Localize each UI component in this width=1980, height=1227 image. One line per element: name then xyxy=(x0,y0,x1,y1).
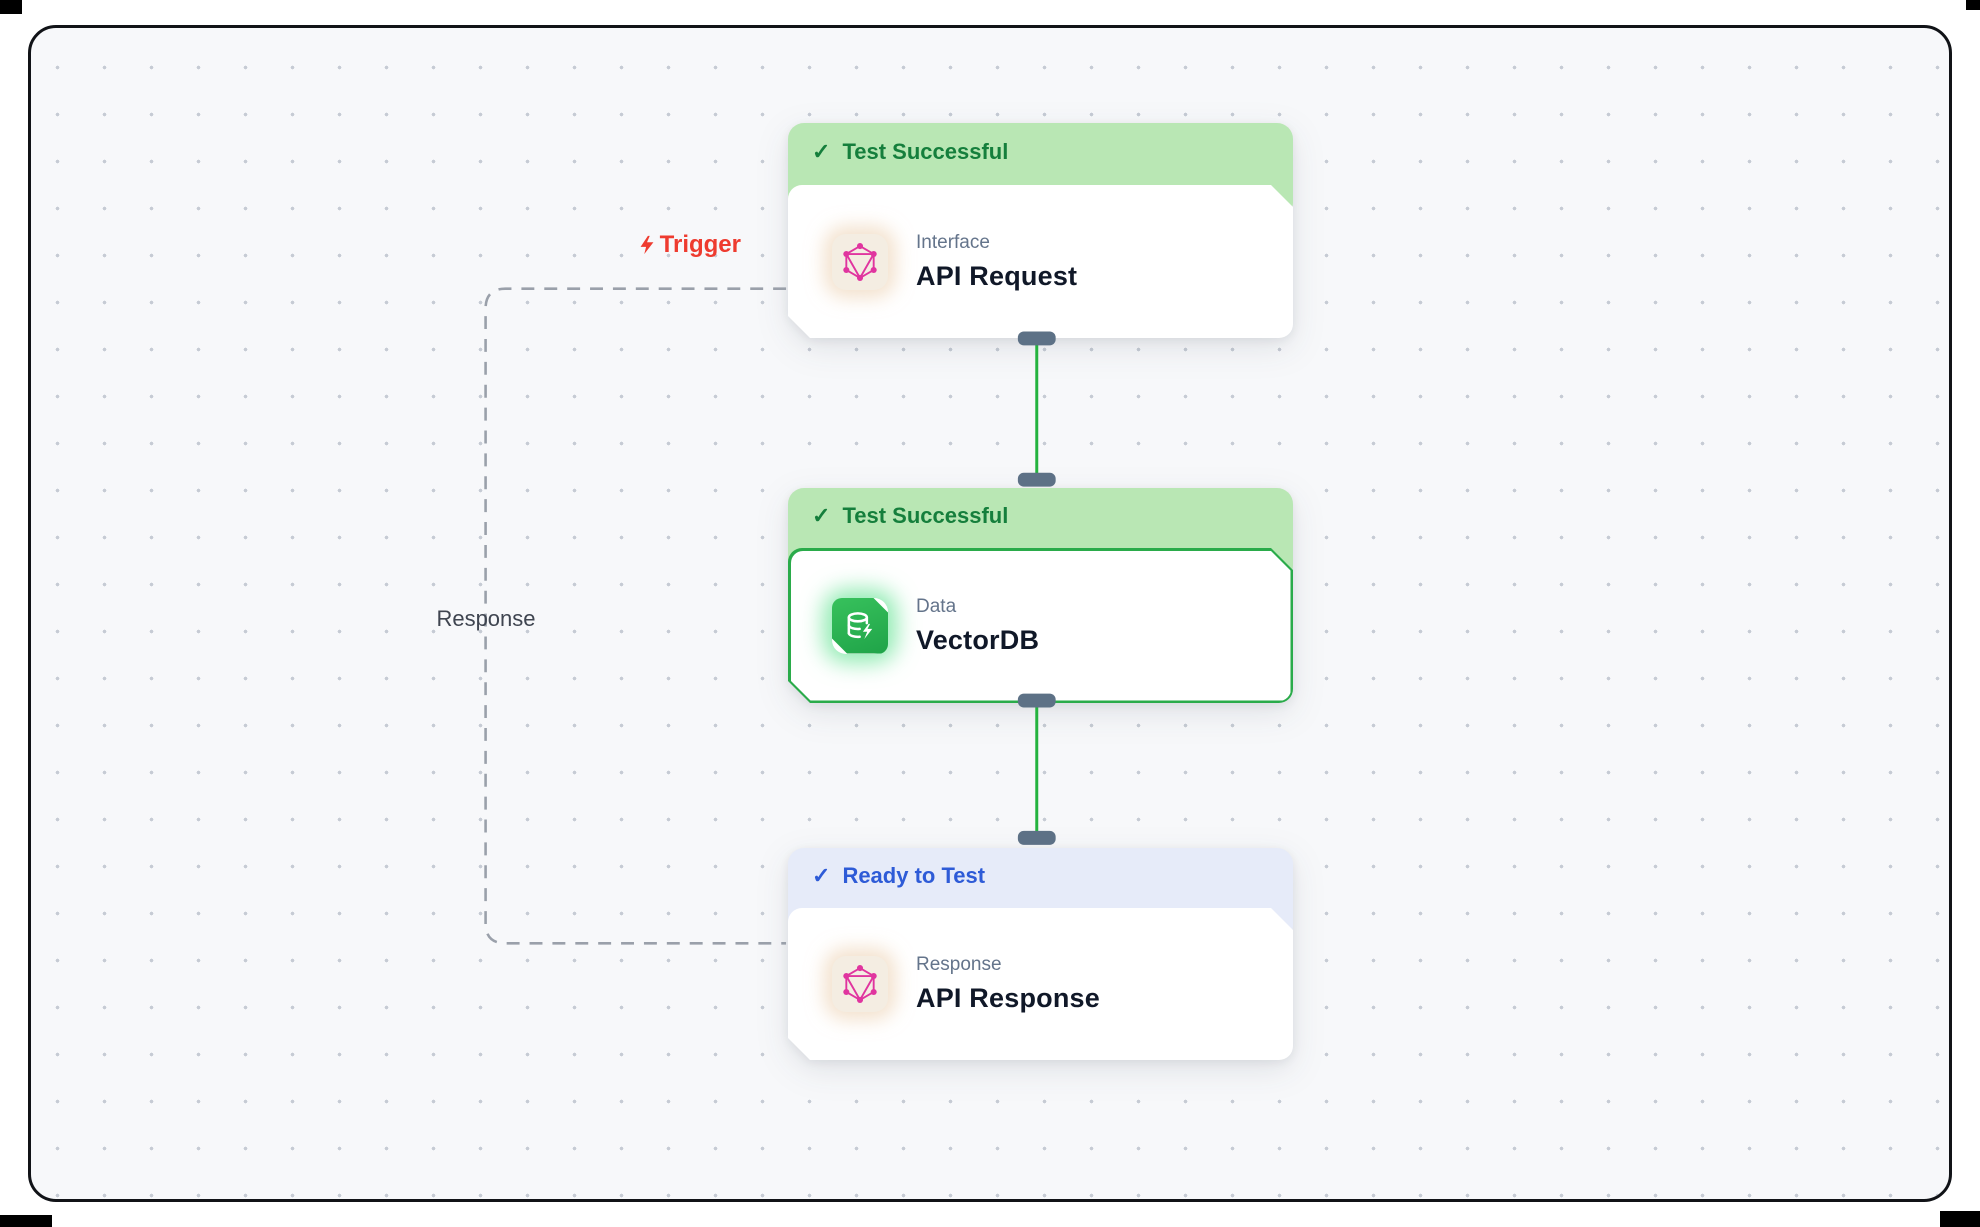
node-status-text: Test Successful xyxy=(842,503,1009,528)
crop-artifact-bottom-left xyxy=(0,1215,52,1227)
lightning-icon xyxy=(640,235,654,255)
node-category: Interface xyxy=(916,231,990,253)
node-category: Data xyxy=(916,595,957,617)
node-status-text: Test Successful xyxy=(842,139,1009,164)
node-card[interactable]: Interface API Request xyxy=(788,185,1293,338)
crop-artifact-top-right xyxy=(1966,0,1980,10)
node-card[interactable]: Data VectorDB xyxy=(788,548,1293,703)
check-icon: ✓ xyxy=(812,139,831,164)
response-edge-label: Response xyxy=(436,606,536,631)
node-title: API Response xyxy=(916,983,1100,1013)
graphql-icon xyxy=(832,956,888,1012)
workflow-canvas[interactable]: ✓ Test Successful Interface xyxy=(28,25,1952,1202)
crop-artifact-top-left xyxy=(0,0,22,14)
trigger-edge-label: Trigger xyxy=(591,231,741,259)
node-title: API Request xyxy=(916,260,1078,291)
node-card[interactable]: Response API Response xyxy=(788,908,1293,1060)
node-title: VectorDB xyxy=(916,624,1040,655)
check-icon: ✓ xyxy=(812,503,831,528)
node-api-request[interactable]: ✓ Test Successful Interface xyxy=(788,123,1293,338)
check-icon: ✓ xyxy=(812,863,831,888)
node-status-text: Ready to Test xyxy=(842,863,986,888)
node-category: Response xyxy=(916,954,1002,975)
crop-artifact-bottom-right xyxy=(1940,1211,1980,1227)
node-vectordb[interactable]: ✓ Test Successful xyxy=(788,488,1293,703)
node-api-response[interactable]: ✓ Ready to Test Response A xyxy=(788,848,1293,1060)
vector-database-icon xyxy=(832,598,888,654)
graphql-icon xyxy=(832,234,888,290)
trigger-edge-text: Trigger xyxy=(659,231,741,258)
